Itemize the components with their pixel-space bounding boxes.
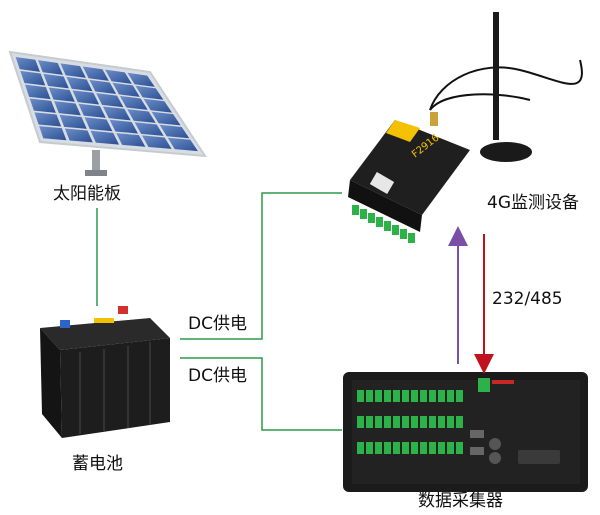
battery-to-logger-line (180, 357, 342, 431)
battery-label: 蓄电池 (72, 454, 123, 474)
battery-to-monitor-line (180, 192, 342, 340)
data-logger-label: 数据采集器 (418, 491, 503, 511)
dc-supply-label-top: DC供电 (188, 314, 247, 334)
connections (96, 192, 494, 431)
solar-panel-label: 太阳能板 (53, 184, 121, 204)
battery-image (40, 306, 170, 438)
dc-supply-label-bottom: DC供电 (188, 366, 247, 386)
data-logger-image (343, 372, 588, 492)
monitor-4g-label: 4G监测设备 (487, 193, 579, 213)
comm-protocol-label: 232/485 (492, 289, 563, 309)
solar-panel-image (8, 50, 207, 176)
4g-monitor-image: F2916 (348, 12, 583, 243)
